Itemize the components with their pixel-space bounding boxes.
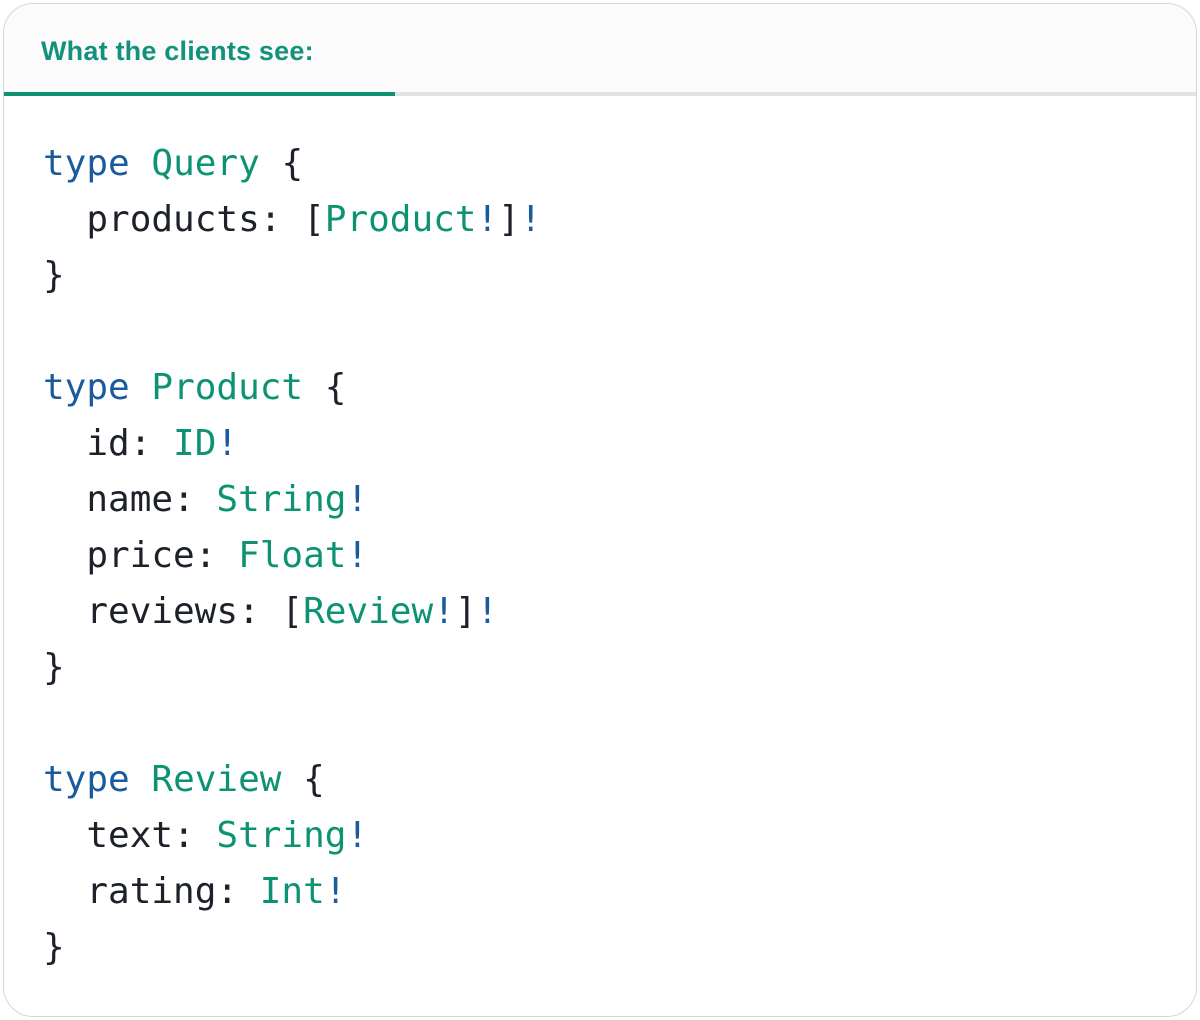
- tab-label: What the clients see:: [41, 36, 314, 66]
- code-token: ID: [173, 423, 217, 464]
- code-token: Review: [151, 759, 282, 800]
- code-line: type Product {: [43, 360, 1166, 416]
- code-token: Query: [151, 143, 260, 184]
- code-token: [130, 759, 152, 800]
- code-token: id:: [43, 423, 174, 464]
- code-token: type: [43, 143, 130, 184]
- code-line: [43, 696, 1166, 752]
- code-line: type Query {: [43, 136, 1166, 192]
- code-token: !: [433, 591, 455, 632]
- code-token: Int: [259, 871, 325, 912]
- code-token: type: [43, 367, 130, 408]
- code-line: text: String!: [43, 808, 1166, 864]
- code-line: price: Float!: [43, 528, 1166, 584]
- code-token: !: [346, 815, 369, 856]
- code-token: !: [324, 871, 347, 912]
- code-token: !: [476, 591, 499, 632]
- tab-bar: What the clients see:: [4, 4, 1196, 96]
- tab-what-clients-see[interactable]: What the clients see:: [4, 4, 314, 67]
- code-token: }: [43, 647, 65, 688]
- code-line: }: [43, 640, 1166, 696]
- code-token: products: [: [43, 199, 325, 240]
- code-token: [130, 367, 152, 408]
- code-token: !: [519, 199, 542, 240]
- code-line: id: ID!: [43, 416, 1166, 472]
- code-line: products: [Product!]!: [43, 192, 1166, 248]
- active-tab-indicator: [4, 92, 395, 96]
- code-token: String: [216, 815, 347, 856]
- code-token: Review: [303, 591, 434, 632]
- code-token: }: [43, 255, 65, 296]
- code-token: name:: [43, 479, 217, 520]
- code-token: Product: [151, 367, 304, 408]
- code-token: {: [281, 759, 325, 800]
- code-line: [43, 304, 1166, 360]
- code-token: Float: [238, 535, 347, 576]
- code-line: }: [43, 248, 1166, 304]
- code-token: type: [43, 759, 130, 800]
- code-token: }: [43, 927, 65, 968]
- code-line: }: [43, 920, 1166, 976]
- code-token: {: [303, 367, 347, 408]
- graphql-code-block: type Query { products: [Product!]!} type…: [4, 96, 1196, 976]
- code-line: type Review {: [43, 752, 1166, 808]
- code-token: reviews: [: [43, 591, 304, 632]
- code-token: !: [346, 535, 369, 576]
- code-token: price:: [43, 535, 239, 576]
- code-line: rating: Int!: [43, 864, 1166, 920]
- code-token: ]: [454, 591, 477, 632]
- code-token: String: [216, 479, 347, 520]
- code-token: text:: [43, 815, 217, 856]
- code-token: ]: [498, 199, 520, 240]
- code-token: {: [259, 143, 304, 184]
- schema-code-panel: What the clients see: type Query { produ…: [3, 3, 1197, 1017]
- code-token: rating:: [43, 871, 260, 912]
- code-token: Product: [324, 199, 477, 240]
- code-token: !: [476, 199, 499, 240]
- code-line: name: String!: [43, 472, 1166, 528]
- code-token: [130, 143, 152, 184]
- code-line: reviews: [Review!]!: [43, 584, 1166, 640]
- code-token: !: [346, 479, 369, 520]
- code-token: !: [216, 423, 239, 464]
